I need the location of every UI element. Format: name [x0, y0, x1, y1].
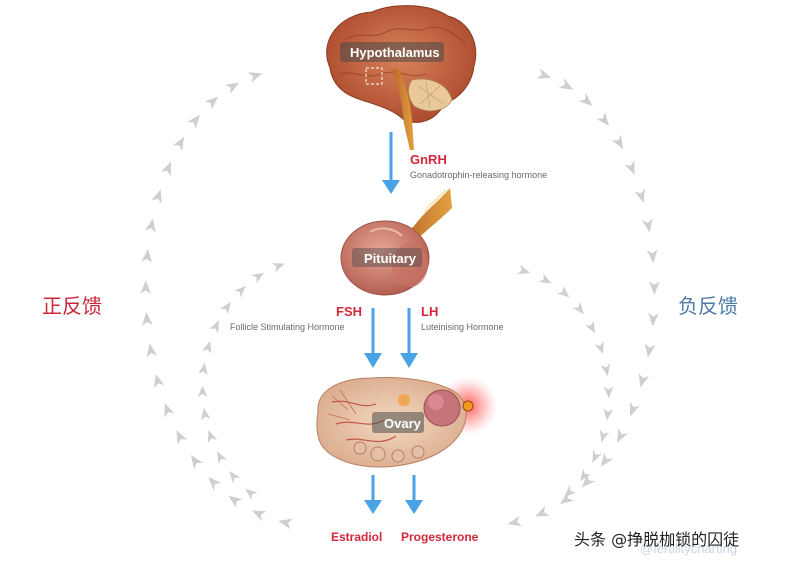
left-inner-chevron: [201, 407, 211, 421]
left-outer-chevron: [248, 72, 263, 83]
left-outer-chevron: [251, 510, 267, 522]
right-outer-chevron: [611, 134, 624, 150]
pituitary-label-bg: [352, 248, 422, 267]
right-outer-chevron: [646, 249, 658, 264]
ovary-label-bg: [372, 412, 424, 433]
gnrh-full-name: Gonadotrophin-releasing hormone: [410, 170, 548, 180]
left-outer-chevron: [224, 82, 240, 95]
hypothalamus-label-bg: [340, 42, 444, 62]
right-inner-reverse-chevron: [538, 273, 552, 284]
estradiol-label: Estradiol: [331, 530, 383, 544]
gnrh-arrow: [382, 132, 400, 194]
right-outer-chevron: [581, 473, 596, 488]
right-outer-chevron: [644, 343, 656, 358]
left-inner-chevron: [217, 451, 227, 465]
left-inner-chevron: [251, 272, 264, 284]
left-inner-feedback-loop: [197, 263, 285, 500]
right-inner-reverse-chevron: [585, 320, 596, 334]
left-outer-chevron: [140, 280, 152, 294]
fsh-full-name: Follicle Stimulating Hormone: [230, 322, 345, 332]
right-outer-chevron: [624, 160, 635, 175]
left-outer-chevron: [164, 402, 175, 418]
left-outer-chevron: [146, 343, 158, 358]
left-outer-chevron: [190, 455, 204, 470]
right-outer-chevron: [648, 312, 659, 327]
left-inner-chevron: [271, 263, 285, 273]
right-inner-reverse-chevron: [594, 341, 604, 355]
left-outer-chevron: [160, 161, 172, 177]
progesterone-label: Progesterone: [401, 530, 479, 544]
left-outer-chevron: [278, 518, 293, 530]
left-outer-chevron: [151, 189, 162, 204]
right-inner-reverse-chevron: [599, 429, 610, 443]
right-outer-chevron: [558, 78, 574, 90]
right-inner-reverse-chevron: [557, 286, 570, 298]
left-inner-chevron: [198, 362, 208, 376]
left-outer-chevron: [154, 373, 165, 389]
right-inner-reverse-chevron: [603, 386, 614, 399]
gnrh-abbr: GnRH: [410, 152, 447, 167]
right-inner-reverse-chevron: [572, 301, 584, 315]
left-inner-chevron: [209, 320, 219, 334]
right-outer-chevron: [641, 218, 653, 233]
right-outer-chevron: [634, 188, 645, 203]
right-outer-chevron: [596, 112, 610, 127]
left-inner-chevron: [234, 285, 247, 298]
left-outer-feedback-loop: [140, 72, 293, 530]
right-outer-chevron: [535, 505, 550, 517]
right-inner-reverse-chevron: [592, 449, 602, 463]
ovary-label: Ovary: [384, 416, 421, 431]
right-inner-reverse-chevron: [564, 485, 577, 498]
right-outer-chevron: [536, 68, 552, 79]
progesterone-arrow: [405, 475, 423, 514]
right-inner-feedback-loop: [517, 264, 614, 498]
watermark: 头条 @挣脱枷锁的囚徒: [574, 530, 740, 549]
left-inner-chevron: [202, 340, 212, 354]
right-outer-chevron: [600, 452, 614, 467]
left-inner-chevron: [229, 471, 241, 484]
right-outer-feedback-loop: [507, 68, 660, 527]
lh-abbr: LH: [421, 304, 439, 319]
pituitary-label: Pituitary: [364, 251, 417, 266]
left-inner-chevron: [207, 430, 217, 443]
watermark-faint: @fertilitycharting: [640, 541, 738, 556]
brain-illustration: [326, 5, 477, 150]
left-inner-chevron: [245, 488, 258, 500]
left-outer-chevron: [228, 495, 243, 508]
left-outer-chevron: [172, 136, 185, 152]
left-inner-chevron: [197, 385, 208, 398]
right-outer-chevron: [559, 491, 574, 505]
left-outer-chevron: [141, 248, 153, 263]
right-outer-chevron: [578, 93, 593, 107]
right-outer-chevron: [638, 373, 650, 388]
left-outer-chevron: [204, 96, 219, 110]
right-outer-chevron: [507, 515, 523, 527]
right-inner-reverse-chevron: [600, 363, 611, 377]
positive-feedback-label: 正反馈: [42, 294, 102, 318]
right-outer-chevron: [629, 401, 640, 417]
fsh-abbr: FSH: [336, 304, 362, 319]
left-outer-chevron: [187, 114, 200, 129]
right-inner-reverse-chevron: [603, 408, 614, 421]
right-inner-reverse-chevron: [517, 264, 531, 275]
pituitary-illustration: [340, 188, 452, 296]
right-outer-chevron: [616, 428, 629, 443]
lh-full-name: Luteinising Hormone: [421, 322, 504, 332]
left-outer-chevron: [208, 477, 222, 491]
right-inner-reverse-chevron: [579, 468, 591, 482]
left-outer-chevron: [141, 312, 153, 326]
fsh-arrow: [364, 308, 382, 368]
hypothalamus-label: Hypothalamus: [350, 45, 440, 60]
right-outer-chevron: [648, 281, 660, 295]
left-outer-chevron: [145, 218, 156, 233]
negative-feedback-label: 负反馈: [678, 294, 738, 318]
estradiol-arrow: [364, 475, 382, 514]
lh-arrow: [400, 308, 418, 368]
left-outer-chevron: [176, 430, 188, 445]
left-inner-chevron: [220, 301, 231, 315]
